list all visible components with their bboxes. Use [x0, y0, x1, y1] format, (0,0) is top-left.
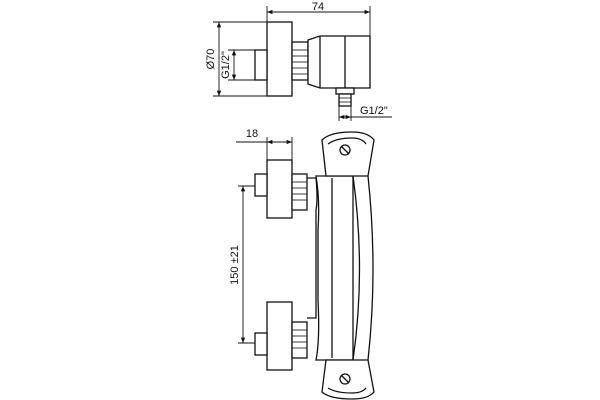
- hex-nut-upper: [291, 173, 308, 211]
- wall-flange: [266, 21, 293, 97]
- wall-flange-lower: [266, 301, 293, 371]
- dimension-diameter-label: Ø70: [205, 49, 217, 70]
- dimension-depth-label: 18: [246, 128, 258, 140]
- outlet-collar: [335, 87, 355, 95]
- front-view: 18 150 ±21: [229, 128, 375, 400]
- inlet-stub-upper: [254, 173, 268, 197]
- body-outer-curve: [367, 175, 374, 361]
- dimension-center-distance-label: 150 ±21: [229, 245, 241, 285]
- mixer-body-front: [315, 175, 354, 361]
- inlet-stub-lower: [254, 332, 268, 356]
- outlet-stub: [338, 93, 352, 107]
- inlet-stub: [254, 49, 268, 81]
- connecting-channel: [307, 177, 318, 319]
- wall-flange-upper: [266, 159, 293, 219]
- hex-nut-lower: [291, 321, 308, 359]
- mixer-body-side: [307, 35, 371, 89]
- dimension-width-label: 74: [312, 1, 324, 13]
- dimension-outlet-thread-label: G1/2": [360, 105, 388, 117]
- dimension-inlet-thread-label: G1/2": [220, 51, 232, 79]
- top-view: 74 Ø70 G1/2" G1/2": [205, 1, 392, 121]
- body-profile-curve: [352, 175, 361, 361]
